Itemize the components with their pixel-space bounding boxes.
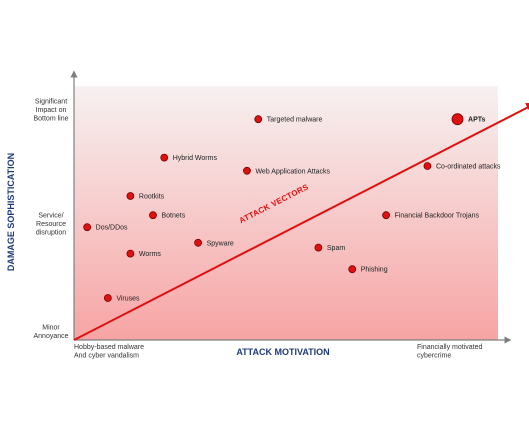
data-point bbox=[194, 238, 202, 247]
data-point-label: Dos/DDos bbox=[96, 225, 128, 232]
y-tick-label: Service/ bbox=[38, 213, 63, 220]
x-tick-label: And cyber vandalism bbox=[74, 353, 139, 360]
data-point bbox=[103, 294, 112, 302]
x-axis-title: ATTACK MOTIVATION bbox=[236, 347, 329, 357]
y-tick-label: Impact on bbox=[36, 107, 67, 114]
data-point-label: Phishing bbox=[361, 267, 388, 274]
x-tick-label: Hobby-based malware bbox=[74, 344, 144, 351]
data-point bbox=[149, 211, 157, 220]
data-point-label: Web Application Attacks bbox=[255, 168, 330, 175]
data-point-label: Botnets bbox=[161, 213, 185, 220]
data-point-label: Worms bbox=[139, 251, 162, 258]
x-tick-label: Financially motivated bbox=[417, 344, 482, 351]
data-point-label: Spyware bbox=[207, 240, 234, 247]
data-point bbox=[126, 249, 135, 258]
y-tick-label: Annoyance bbox=[33, 333, 68, 340]
data-point-label: APTs bbox=[468, 117, 485, 124]
y-tick-label: Resource bbox=[36, 221, 66, 228]
data-point-label: Targeted malware bbox=[267, 117, 323, 124]
data-point bbox=[243, 166, 251, 175]
attack-vectors-trend-arrow bbox=[73, 102, 529, 341]
y-axis-title: DAMAGE SOPHISTICATION bbox=[6, 153, 16, 271]
y-tick-label: disruption bbox=[36, 230, 66, 237]
data-point bbox=[314, 243, 323, 252]
data-point bbox=[451, 113, 464, 126]
y-tick-label: Minor bbox=[42, 325, 60, 332]
data-point-label: Hybrid Worms bbox=[173, 155, 218, 162]
plot-background bbox=[74, 86, 498, 340]
data-point bbox=[83, 223, 92, 232]
y-tick-label: Significant bbox=[35, 99, 67, 106]
data-point bbox=[254, 115, 263, 124]
data-point bbox=[160, 153, 169, 162]
data-point bbox=[423, 162, 432, 170]
data-point bbox=[126, 192, 135, 200]
data-point-label: Spam bbox=[327, 245, 345, 252]
data-point-label: Viruses bbox=[116, 296, 140, 303]
data-point-label: Financial Backdoor Trojans bbox=[395, 213, 480, 220]
x-tick-label: cybercrime bbox=[417, 353, 451, 360]
data-point bbox=[348, 265, 357, 274]
data-point-label: Rootkits bbox=[139, 194, 165, 201]
y-tick-label: Bottom line bbox=[33, 116, 68, 123]
data-point bbox=[382, 211, 390, 220]
data-point-label: Co-ordinated attacks bbox=[436, 164, 501, 171]
